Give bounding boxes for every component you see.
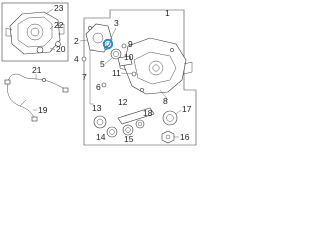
inset-assembly-box xyxy=(1,2,69,62)
callout-14: 14 xyxy=(96,132,106,142)
exploded-view-frame xyxy=(83,9,197,146)
callout-13: 13 xyxy=(92,103,102,113)
differential-housing xyxy=(119,37,193,95)
part-11 xyxy=(131,71,137,77)
ring-5 xyxy=(110,48,122,60)
callout-15: 15 xyxy=(124,134,134,144)
callout-20: 20 xyxy=(56,44,66,54)
nut-16 xyxy=(161,130,175,144)
callout-4: 4 xyxy=(74,54,79,64)
bolt-4 xyxy=(81,56,87,62)
washer-9 xyxy=(121,43,127,49)
callout-1: 1 xyxy=(165,8,170,18)
callout-23: 23 xyxy=(54,3,64,13)
callout-10: 10 xyxy=(124,52,134,62)
callout-19: 19 xyxy=(38,105,48,115)
callout-5: 5 xyxy=(100,59,105,69)
callout-9: 9 xyxy=(128,39,133,49)
washer-18 xyxy=(135,119,145,129)
gear-13 xyxy=(93,115,107,129)
pinion-10 xyxy=(117,55,133,67)
shaft-12 xyxy=(117,107,155,125)
highlighted-seal xyxy=(102,38,114,50)
wiring-harness xyxy=(4,73,69,122)
callout-16: 16 xyxy=(180,132,190,142)
callout-17: 17 xyxy=(182,104,192,114)
callout-22: 22 xyxy=(54,20,64,30)
callout-3: 3 xyxy=(114,18,119,28)
callout-21: 21 xyxy=(32,65,42,75)
callout-6: 6 xyxy=(96,82,101,92)
parts-diagram: 23 22 20 21 19 1 2 4 3 5 xyxy=(1,2,197,146)
callout-18: 18 xyxy=(143,108,153,118)
callout-12: 12 xyxy=(118,97,128,107)
callout-7: 7 xyxy=(82,72,87,82)
callout-8: 8 xyxy=(163,96,168,106)
callout-11: 11 xyxy=(112,68,121,78)
ring-gear-17 xyxy=(162,110,178,126)
bracket-7 xyxy=(89,49,94,105)
bolt-6 xyxy=(101,82,107,88)
bearing-14 xyxy=(106,126,118,138)
callout-2: 2 xyxy=(74,36,79,46)
gear-15 xyxy=(122,124,134,136)
